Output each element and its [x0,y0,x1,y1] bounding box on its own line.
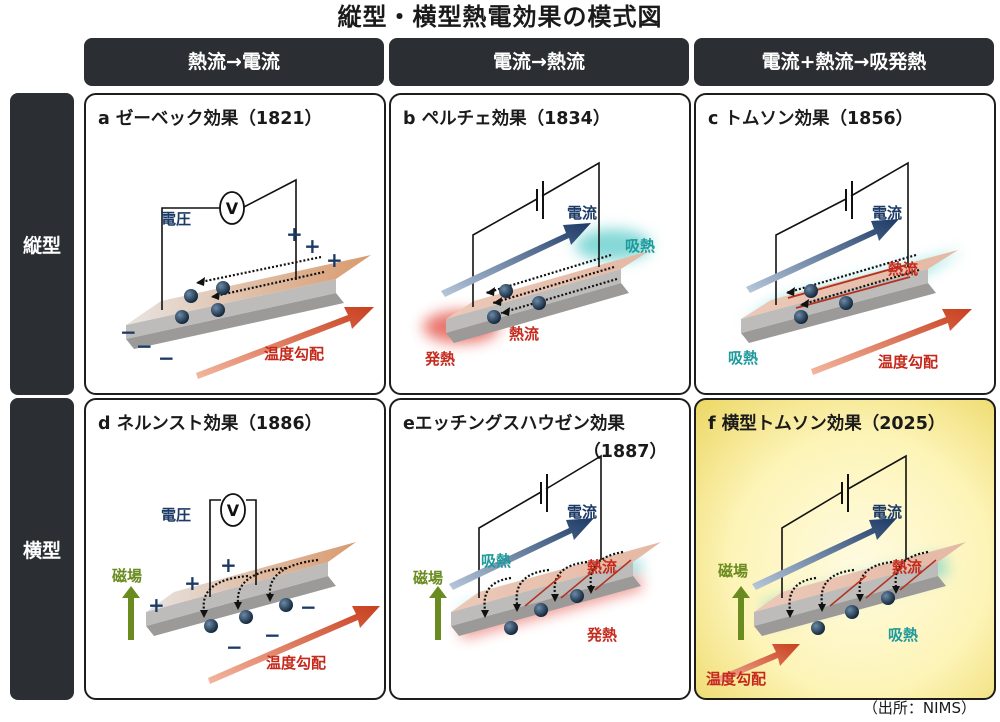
column-header-absorb-emit: 電流+熱流→吸発熱 [694,38,994,86]
voltmeter [219,191,245,225]
svg-text:+: + [148,593,165,617]
circuit-wire [161,178,297,310]
panel-title: eエッチングスハウゼン効果 [403,414,625,434]
field-arrow [122,586,140,640]
svg-text:+: + [304,234,321,258]
field-label: 磁場 [112,567,143,585]
gradient-arrow [811,309,972,375]
heatflow-label: 熱流 [892,558,923,576]
current-label: 電流 [567,204,598,222]
svg-text:+: + [220,553,237,577]
heat-arrow-1 [195,255,322,285]
circuit-wire [775,161,909,305]
gradient-label: 温度勾配 [706,670,767,688]
gradient-label: 温度勾配 [878,353,939,371]
panel-nernst: d ネルンスト効果（1886） V + + + − − − 電圧 磁場 温度勾配 [84,398,386,700]
field-arrow [429,586,447,640]
current-label: 電流 [872,503,903,521]
panel-title: a ゼーベック効果（1821） [98,109,323,129]
gradient-arrow [710,644,800,686]
thomson-diagram [741,161,972,375]
voltmeter [220,493,246,527]
heatflow-label: 熱流 [509,325,540,343]
column-header-current-to-heat: 電流→熱流 [389,38,689,86]
voltmeter-label: V [227,501,240,520]
panel-ettingshausen: eエッチングスハウゼン効果 （1887） 電流 吸熱 熱流 磁場 発熱 [389,398,691,700]
svg-text:−: − [264,623,281,647]
voltmeter-label: V [226,199,239,218]
svg-text:−: − [226,635,243,659]
row-header-longitudinal: 縦型 [10,93,74,395]
voltage-label: 電圧 [161,210,192,228]
panel-transverse-thomson: f 横型トムソン効果（2025） 電流 熱流 磁場 吸熱 温度勾配 [694,398,996,700]
panel-title: f 横型トムソン効果（2025） [708,414,946,434]
gradient-label: 温度勾配 [266,654,327,672]
svg-text:−: − [300,595,317,619]
seebeck-diagram: V + + + − − − [120,178,374,379]
column-header-heat-to-current: 熱流→電流 [84,38,384,86]
svg-text:+: + [326,248,343,272]
svg-text:−: − [158,346,175,370]
panel-title: d ネルンスト効果（1886） [98,414,323,434]
circuit-wire [209,499,257,597]
emit-label: 発熱 [587,626,618,644]
source-note: （出所：NIMS） [862,699,976,717]
svg-text:+: + [184,571,201,595]
slab-front [126,279,336,339]
current-arrow [441,223,591,297]
panel-seebeck: a ゼーベック効果（1821） V + + + − − − 電圧 温度勾配 [84,93,386,395]
ettingshausen-diagram [429,454,661,640]
current-arrow [752,518,897,590]
battery-symbol [845,181,853,219]
panel-peltier: b ペルチェ効果（1834） 電流 吸熱 熱流 発熱 [389,93,691,395]
field-arrow [732,586,750,640]
battery-symbol [536,181,544,219]
svg-text:−: − [136,334,153,358]
row-header-transverse: 横型 [10,398,74,700]
heat-arrow-2 [210,270,325,299]
absorb-label: 吸熱 [481,552,512,570]
slab-side [126,293,344,349]
heatflow-label: 熱流 [587,558,618,576]
battery-symbol [841,474,849,512]
current-label: 電流 [872,204,903,222]
slab-top [126,255,371,325]
battery-symbol [540,474,548,512]
panel-title: b ペルチェ効果（1834） [403,109,611,129]
current-arrow [746,219,899,293]
gradient-arrow [196,307,374,379]
nernst-diagram: V + + + − − − [122,493,380,684]
absorb-label: 吸熱 [728,349,759,367]
panel-title: c トムソン効果（1856） [708,109,914,129]
svg-text:−: − [120,320,137,344]
field-label: 磁場 [413,569,444,587]
absorb-label: 吸熱 [888,626,919,644]
voltage-label: 電圧 [161,506,192,524]
panel-thomson: c トムソン効果（1856） 電流 熱流 吸熱 温度勾配 [694,93,996,395]
page-title: 縦型・横型熱電効果の模式図 [337,3,663,31]
emit-label: 発熱 [425,350,456,368]
panel-title-year: （1887） [583,442,667,462]
absorb-label: 吸熱 [625,237,656,255]
gradient-arrow [208,606,380,684]
gradient-label: 温度勾配 [264,345,325,363]
svg-text:+: + [286,222,303,246]
heatflow-label: 熱流 [888,260,919,278]
peltier-diagram [423,161,651,343]
field-label: 磁場 [718,562,749,580]
transverse-thomson-diagram [710,454,966,686]
current-arrow [449,518,594,590]
current-label: 電流 [567,503,598,521]
